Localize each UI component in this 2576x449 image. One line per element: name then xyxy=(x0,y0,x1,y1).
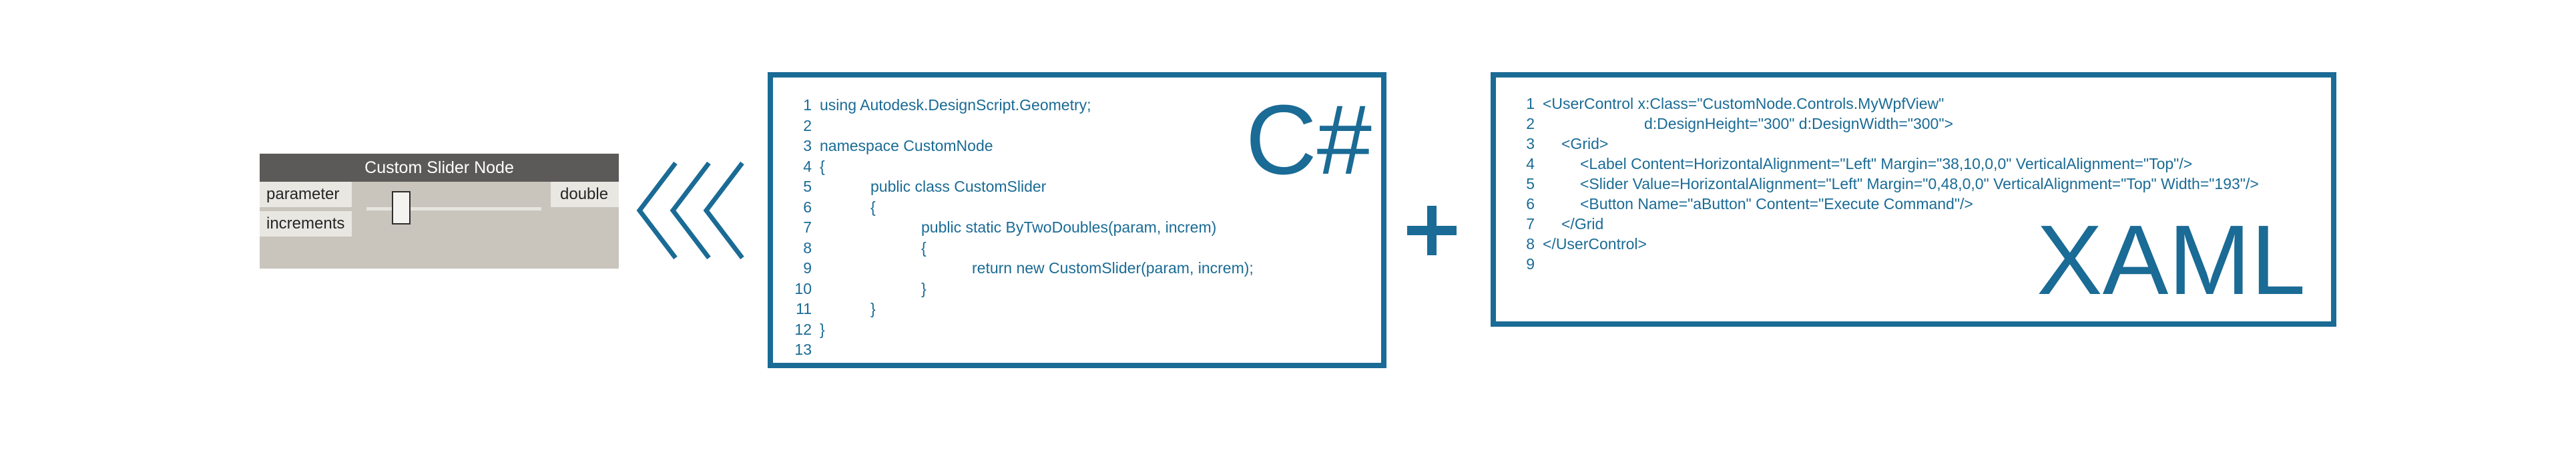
line-number: 2 xyxy=(1526,115,1535,132)
line-number: 10 xyxy=(794,279,812,297)
code-line: 12} xyxy=(773,319,825,339)
slider-thumb[interactable] xyxy=(392,191,411,224)
code-text: } xyxy=(921,279,927,297)
line-number: 7 xyxy=(803,218,812,236)
line-number: 11 xyxy=(796,300,812,317)
line-number: 1 xyxy=(803,96,812,114)
code-text: </Grid xyxy=(1561,215,1604,233)
chevron-left-icon xyxy=(703,161,744,260)
code-line: 7 public static ByTwoDoubles(param, incre… xyxy=(773,217,1216,237)
input-port-increments[interactable]: increments xyxy=(260,211,352,237)
custom-slider-node: Custom Slider Node parameter increments … xyxy=(260,154,619,269)
line-number: 9 xyxy=(803,259,812,277)
code-line: 11} xyxy=(773,299,876,319)
node-title: Custom Slider Node xyxy=(260,154,619,182)
code-line: 9 return new CustomSlider(param, increm); xyxy=(773,258,1254,278)
code-text: namespace CustomNode xyxy=(820,137,993,154)
line-number: 9 xyxy=(1526,255,1535,273)
code-line: 1 using Autodesk.DesignScript.Geometry; xyxy=(773,95,1091,115)
xaml-code-box: 1 <UserControl x:Class="CustomNode.Contro… xyxy=(1491,72,2336,327)
output-port-double[interactable]: double xyxy=(551,182,619,207)
code-text: <Grid> xyxy=(1561,135,1609,152)
code-text: } xyxy=(820,320,825,338)
code-text: using Autodesk.DesignScript.Geometry; xyxy=(820,96,1091,114)
code-text: public static ByTwoDoubles(param, increm… xyxy=(921,218,1217,236)
xaml-label: XAML xyxy=(2036,205,2306,315)
code-line: 1 <UserControl x:Class="CustomNode.Contro… xyxy=(1496,94,1944,114)
line-number: 12 xyxy=(794,320,812,338)
csharp-code-box: 1 using Autodesk.DesignScript.Geometry; 2 3… xyxy=(768,72,1386,368)
line-number: 2 xyxy=(803,116,812,134)
code-text: { xyxy=(921,239,927,257)
code-line: 3 <Grid> xyxy=(1496,134,1608,154)
csharp-label: C# xyxy=(1245,85,1372,195)
line-number: 8 xyxy=(1526,235,1535,253)
code-text: } xyxy=(870,300,876,317)
line-number: 13 xyxy=(794,341,812,358)
line-number: 1 xyxy=(1526,95,1535,112)
code-line: 6{ xyxy=(773,197,876,217)
code-text: <Label Content=HorizontalAlignment="Left… xyxy=(1580,155,2193,172)
code-text: <Slider Value=HorizontalAlignment="Left"… xyxy=(1580,175,2259,192)
code-text: public class CustomSlider xyxy=(870,178,1047,195)
triple-chevron-left-icon xyxy=(636,161,744,260)
code-line: 5 <Slider Value=HorizontalAlignment="Left… xyxy=(1496,174,2259,194)
code-line: 5 public class CustomSlider xyxy=(773,176,1046,196)
chevron-left-icon xyxy=(636,161,678,260)
code-text: d:DesignHeight="300" d:DesignWidth="300"… xyxy=(1644,115,1953,132)
code-line: 4{ xyxy=(773,156,825,176)
line-number: 4 xyxy=(1526,155,1535,172)
code-text: { xyxy=(870,198,876,216)
code-line: 2 xyxy=(773,116,820,136)
code-line: 2 d:DesignHeight="300" d:DesignWidth="300… xyxy=(1496,114,1953,134)
line-number: 6 xyxy=(1526,195,1535,212)
code-line: 3 namespace CustomNode xyxy=(773,136,993,156)
line-number: 3 xyxy=(1526,135,1535,152)
line-number: 5 xyxy=(1526,175,1535,192)
code-text: </UserControl> xyxy=(1543,235,1647,253)
code-line: 13 xyxy=(773,339,820,359)
code-line: 6 <Button Name="aButton" Content="Execute… xyxy=(1496,194,1973,214)
code-line: 9 xyxy=(1496,254,1543,274)
code-text: return new CustomSlider(param, increm); xyxy=(972,259,1254,277)
input-port-parameter[interactable]: parameter xyxy=(260,182,352,207)
code-line: 8{ xyxy=(773,238,927,258)
code-text: { xyxy=(820,157,825,175)
line-number: 5 xyxy=(803,178,812,195)
line-number: 8 xyxy=(803,239,812,257)
line-number: 7 xyxy=(1526,215,1535,233)
code-line: 7 </Grid xyxy=(1496,214,1603,234)
line-number: 6 xyxy=(803,198,812,216)
code-line: 10} xyxy=(773,279,927,299)
line-number: 3 xyxy=(803,137,812,154)
code-line: 8 </UserControl> xyxy=(1496,234,1647,254)
line-number: 4 xyxy=(803,157,812,175)
code-line: 4 <Label Content=HorizontalAlignment="Lef… xyxy=(1496,154,2192,174)
plus-icon xyxy=(1407,206,1457,255)
code-text: <UserControl x:Class="CustomNode.Control… xyxy=(1543,95,1945,112)
chevron-left-icon xyxy=(670,161,711,260)
code-text: <Button Name="aButton" Content="Execute … xyxy=(1580,195,1973,212)
slider-track[interactable] xyxy=(366,207,541,210)
